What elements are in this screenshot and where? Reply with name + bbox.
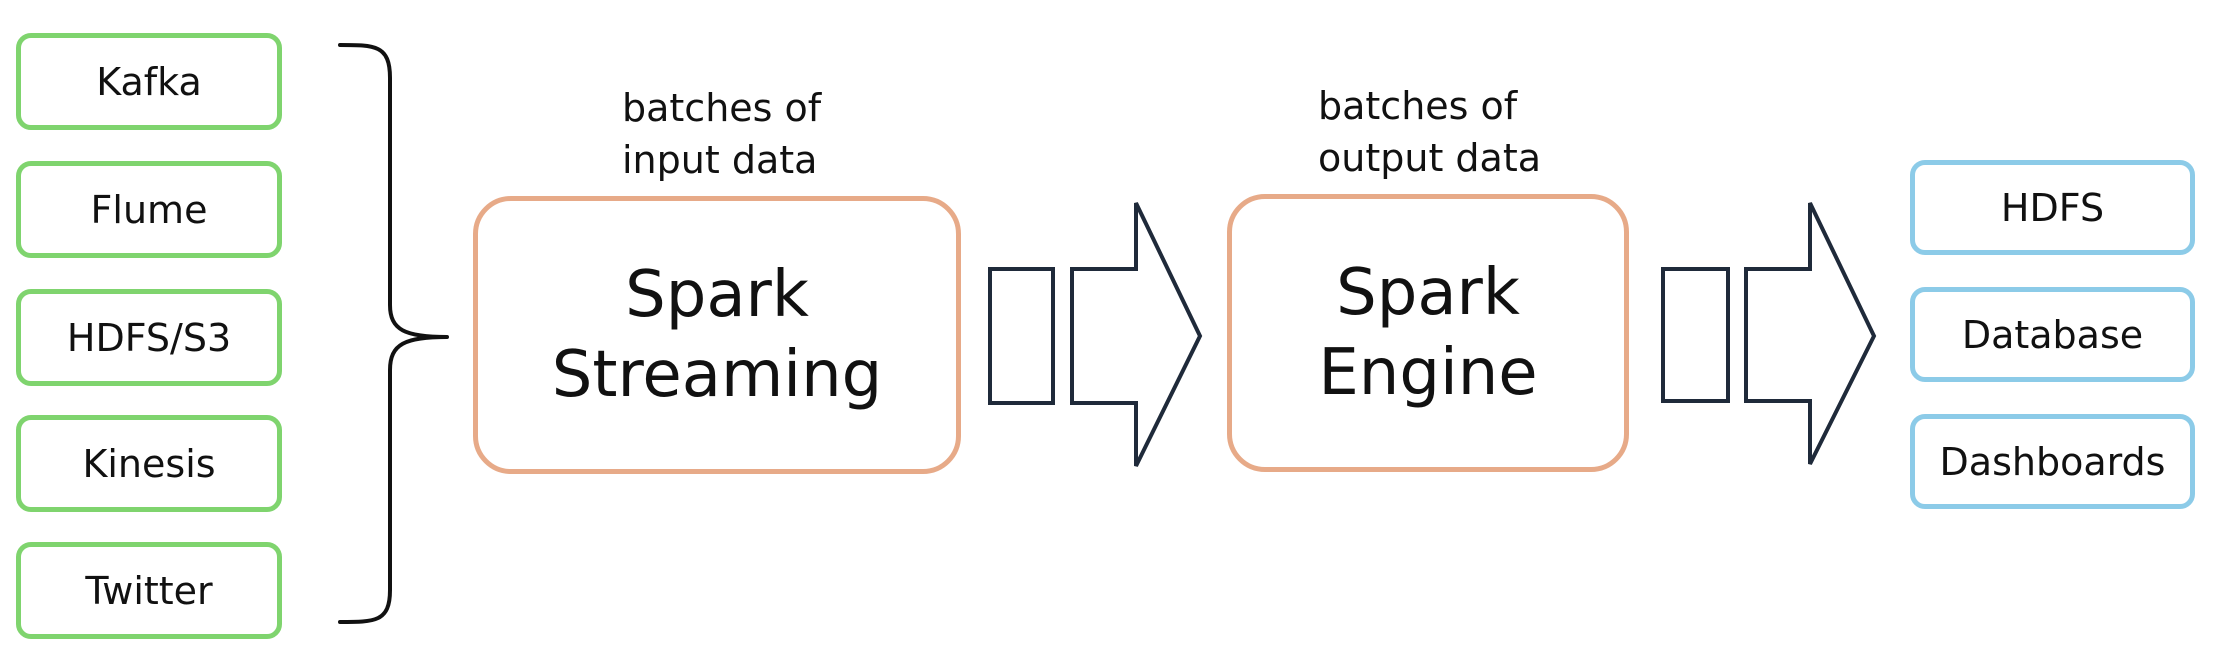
source-label: Kinesis xyxy=(82,441,216,486)
sink-dashboards: Dashboards xyxy=(1910,414,2195,509)
spark-engine-box: Spark Engine xyxy=(1227,194,1629,472)
source-label: Flume xyxy=(90,187,208,232)
arrow-tail-2 xyxy=(1661,267,1730,403)
sink-label: HDFS xyxy=(2000,185,2105,230)
engine-title-line: Spark xyxy=(625,258,809,332)
caption-line: input data xyxy=(622,138,818,182)
spark-streaming-box: Spark Streaming xyxy=(473,196,961,474)
source-label: Kafka xyxy=(96,59,202,104)
arrow-head-2 xyxy=(1744,202,1877,465)
source-kafka: Kafka xyxy=(16,33,282,130)
sink-database: Database xyxy=(1910,287,2195,382)
caption-line: batches of xyxy=(622,86,822,130)
streaming-caption: batches of input data xyxy=(622,82,821,186)
sink-label: Dashboards xyxy=(1939,439,2166,484)
sink-label: Database xyxy=(1961,312,2144,357)
source-label: Twitter xyxy=(85,568,213,613)
caption-line: batches of xyxy=(1318,84,1518,128)
engine-title-line: Engine xyxy=(1318,336,1538,410)
arrow-tail-1 xyxy=(988,267,1055,405)
arrow-head-1 xyxy=(1070,202,1203,467)
engine-title-line: Spark xyxy=(1336,256,1520,330)
source-hdfs-s3: HDFS/S3 xyxy=(16,289,282,386)
caption-line: output data xyxy=(1318,136,1542,180)
engine-title-line: Streaming xyxy=(551,338,883,412)
source-twitter: Twitter xyxy=(16,542,282,639)
source-label: HDFS/S3 xyxy=(66,315,232,360)
source-kinesis: Kinesis xyxy=(16,415,282,512)
source-flume: Flume xyxy=(16,161,282,258)
source-brace xyxy=(338,43,449,624)
engine-caption: batches of output data xyxy=(1318,80,1541,184)
sink-hdfs: HDFS xyxy=(1910,160,2195,255)
